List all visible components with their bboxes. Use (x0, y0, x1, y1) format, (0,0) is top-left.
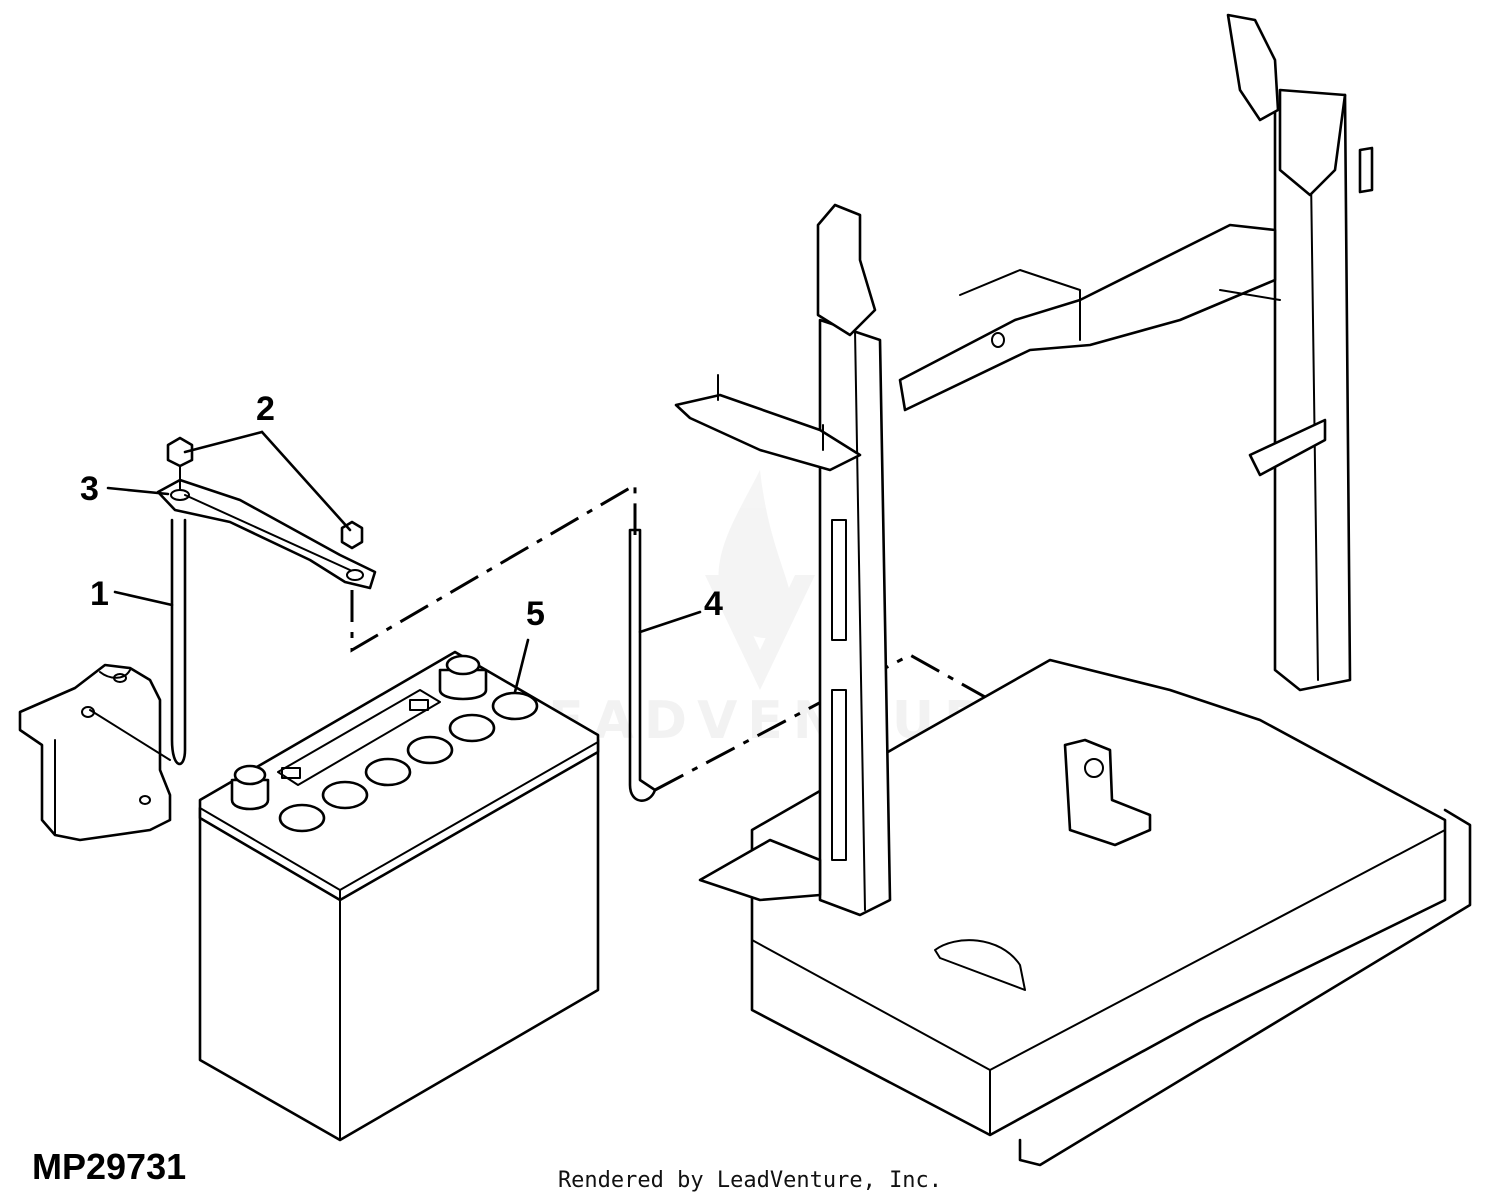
callout-1: 1 (90, 575, 109, 613)
rendered-by-footer: Rendered by LeadVenture, Inc. (557, 1168, 943, 1193)
callout-2: 2 (256, 390, 275, 428)
nut-2-left (166, 436, 194, 491)
callout-4: 4 (704, 585, 723, 623)
battery-5 (198, 650, 600, 1142)
hold-down-rod-1 (89, 518, 187, 766)
hold-down-rod-4 (628, 528, 657, 802)
assembly-line-strap (350, 482, 637, 653)
tractor-frame (674, 13, 1472, 1167)
callout-5: 5 (526, 595, 545, 633)
leader-lines (106, 430, 702, 694)
battery-bracket-left (18, 663, 172, 842)
watermark-logo: LEADVENTURE (505, 470, 1030, 751)
callout-3: 3 (80, 470, 99, 508)
figure-id: MP29731 (32, 1146, 187, 1187)
